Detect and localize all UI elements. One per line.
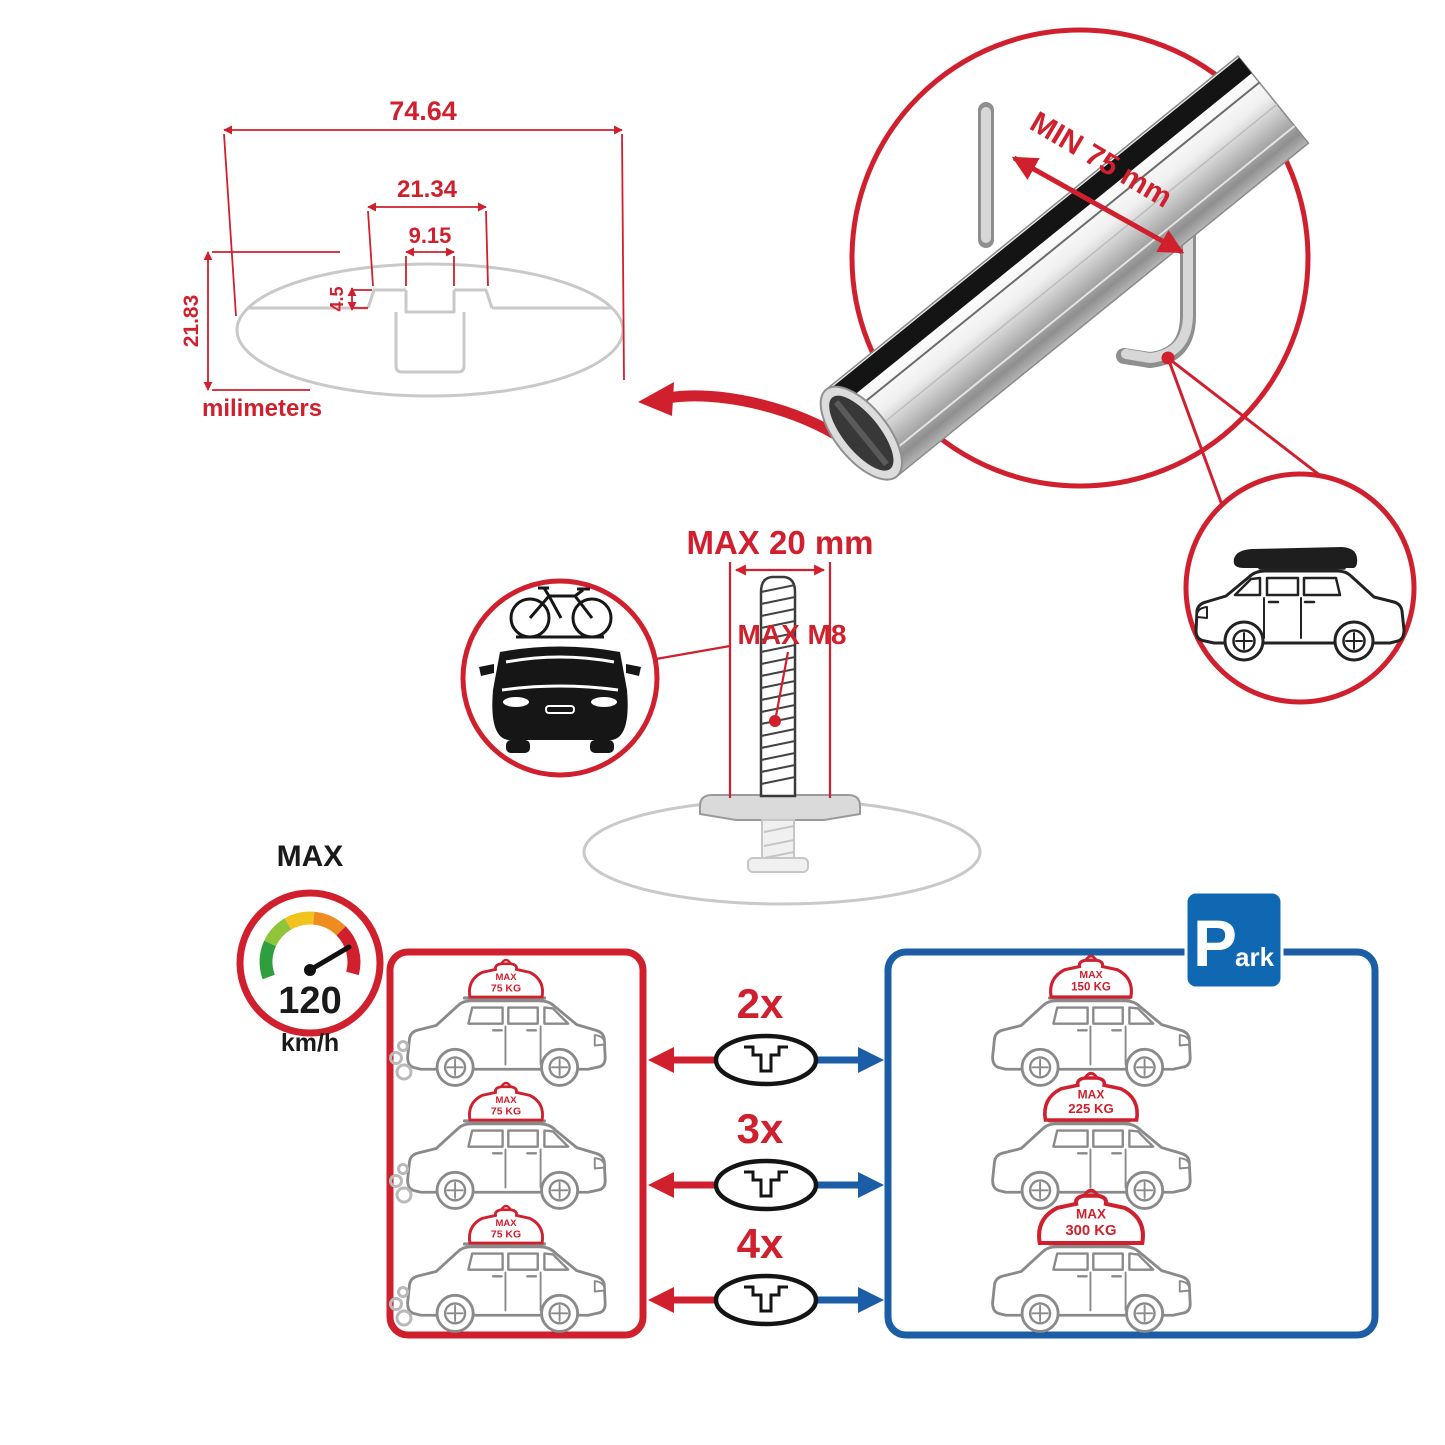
crossbar-profile-icon (716, 1161, 816, 1209)
dimension-drawing: 74.64 21.34 9.15 4.5 21.83 milimeters (180, 96, 625, 422)
crossbar-profile-icon (716, 1036, 816, 1084)
svg-text:MAX: MAX (1079, 969, 1102, 981)
suv-illustration (405, 996, 607, 1088)
speed-units: km/h (281, 1029, 339, 1057)
suv-illustration (405, 1242, 607, 1334)
count-label: 3x (737, 1105, 784, 1152)
dimension-label-slot-outer: 21.34 (397, 176, 458, 203)
speed-value: 120 (278, 980, 341, 1022)
gauge-pivot (304, 964, 316, 976)
svg-text:MAX: MAX (495, 1218, 517, 1229)
moving-cars-panel: MAX 75 KG MAX 75 KG MAX 75 KG (386, 948, 647, 1339)
speed-max-label: MAX (277, 840, 344, 873)
count-label: 2x (737, 980, 784, 1027)
svg-text:MAX: MAX (1078, 1087, 1105, 1101)
svg-text:150 KG: 150 KG (1071, 982, 1111, 994)
parked-cars-panel: MAX 150 KG MAX 225 KG MAX 300 KG (884, 948, 1379, 1339)
suv-illustration (405, 1119, 607, 1211)
gauge-arc (259, 911, 361, 980)
svg-text:75 KG: 75 KG (491, 1106, 521, 1117)
cargo-bag: MAX 75 KG (468, 1081, 544, 1122)
dimension-label-lip-height: 4.5 (327, 286, 347, 311)
dimension-lines (203, 125, 625, 391)
zoom-arrow (638, 382, 851, 446)
crossbar-profile-icon (716, 1276, 816, 1324)
cargo-bag: MAX 150 KG (1049, 954, 1133, 999)
max-thread-label: MAX M8 (738, 619, 847, 650)
dimension-label-total-width: 74.64 (389, 96, 457, 126)
bike-circle-leader (655, 644, 731, 661)
svg-text:75 KG: 75 KG (491, 983, 521, 994)
cargo-bag: MAX 75 KG (468, 958, 544, 999)
clamp-hook (978, 102, 1196, 369)
bolt-diagram: MAX 20 mm MAX M8 (582, 524, 982, 906)
park-sign-p: P (1193, 906, 1237, 980)
svg-text:MAX: MAX (495, 972, 517, 983)
bolt-illustration (759, 575, 797, 798)
profile-cross-section (235, 262, 625, 398)
max-length-label: MAX 20 mm (686, 524, 873, 561)
speed-gauge: MAX 120 km/h (236, 840, 384, 1057)
bike-car-circle (460, 578, 660, 778)
roof-box (1233, 547, 1358, 568)
suv-roofbox-circle (1183, 471, 1417, 705)
bolt-lower-shaft (747, 819, 809, 873)
count-label: 4x (737, 1220, 784, 1267)
park-sign-suffix: ark (1235, 942, 1275, 972)
tnut-plate (699, 794, 861, 821)
bicycle-icon (509, 586, 613, 639)
car-front-illustration (479, 646, 641, 753)
cargo-bag: MAX 300 KG (1039, 1190, 1143, 1243)
max-length-dimension (728, 562, 832, 798)
suv-illustration (990, 1242, 1192, 1334)
cargo-bag: MAX 75 KG (468, 1204, 544, 1245)
max-thread-leader (774, 651, 790, 717)
crossbar-zoom-circle: MIN 75 mm (819, 27, 1311, 489)
leader-lines-suv-circle (1166, 356, 1327, 506)
cargo-bag: MAX 225 KG (1043, 1071, 1139, 1122)
gauge-needle (307, 944, 352, 973)
svg-text:300 KG: 300 KG (1065, 1223, 1116, 1239)
thread-point-dot (769, 715, 781, 727)
svg-text:225 KG: 225 KG (1068, 1101, 1113, 1116)
dimension-label-slot-inner: 9.15 (409, 223, 452, 248)
svg-text:75 KG: 75 KG (491, 1229, 521, 1240)
park-sign: P ark (1184, 890, 1284, 990)
units-label: milimeters (202, 395, 322, 422)
crossbar-count-rows: 2x 3x 4x (648, 980, 884, 1324)
svg-text:MAX: MAX (495, 1095, 517, 1106)
dimension-label-total-height: 21.83 (180, 295, 203, 348)
svg-text:MAX: MAX (1076, 1207, 1106, 1222)
